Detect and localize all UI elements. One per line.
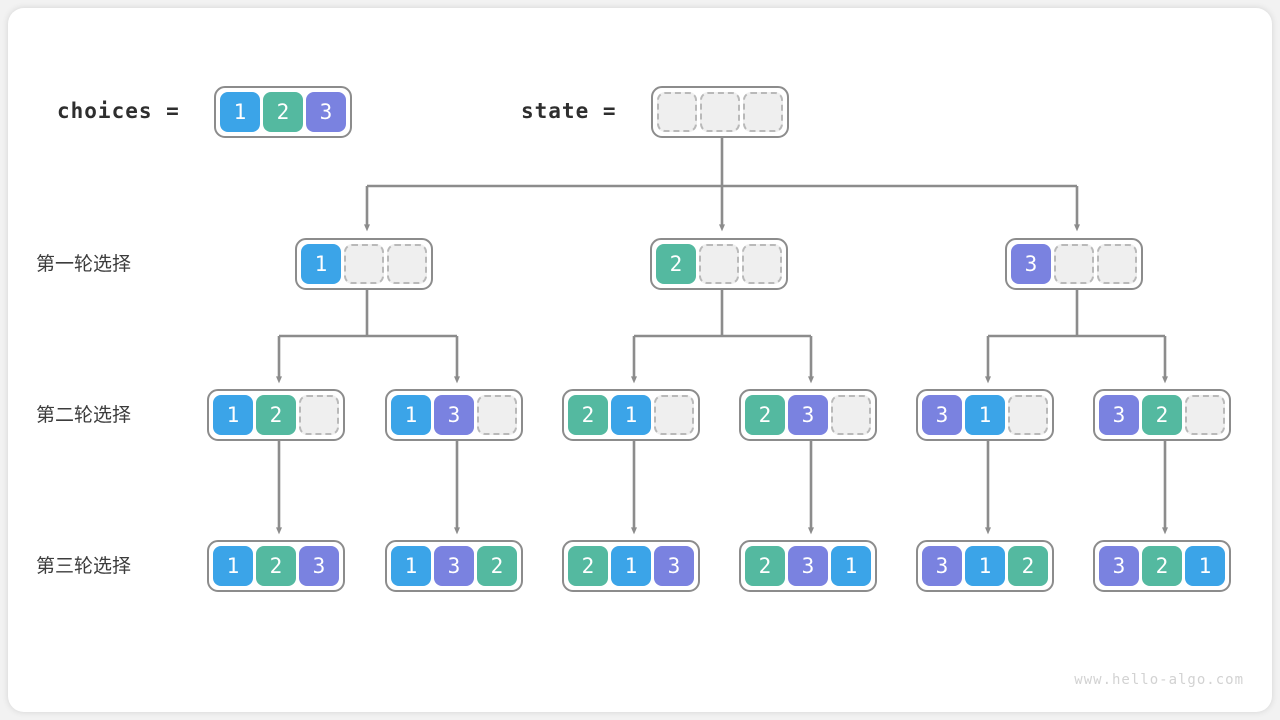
level2-node-3-cell-3 <box>654 395 694 435</box>
level3-node-4-cell-1: 2 <box>745 546 785 586</box>
level1-node-3-cell-3 <box>1097 244 1137 284</box>
level1-node-1-cell-1: 1 <box>301 244 341 284</box>
level2-node-5-cell-1: 3 <box>922 395 962 435</box>
level1-node-3-cell-2 <box>1054 244 1094 284</box>
level3-node-3-cell-1: 2 <box>568 546 608 586</box>
level1-node-2-cell-2 <box>699 244 739 284</box>
choices-cell-3: 3 <box>306 92 346 132</box>
level2-node-6-cell-3 <box>1185 395 1225 435</box>
level1-node-3: 3 <box>1005 238 1143 290</box>
level2-node-2-cell-2: 3 <box>434 395 474 435</box>
level3-node-4-cell-2: 3 <box>788 546 828 586</box>
level1-node-1-cell-2 <box>344 244 384 284</box>
state-cell-3 <box>743 92 783 132</box>
row-label-round-3: 第三轮选择 <box>36 556 132 577</box>
row-label-round-1: 第一轮选择 <box>36 254 132 275</box>
level3-node-1-cell-3: 3 <box>299 546 339 586</box>
level2-node-3-cell-2: 1 <box>611 395 651 435</box>
level2-node-2-cell-1: 1 <box>391 395 431 435</box>
level2-node-2-cell-3 <box>477 395 517 435</box>
diagram-card <box>8 8 1272 712</box>
state-array <box>651 86 789 138</box>
level1-node-2-cell-3 <box>742 244 782 284</box>
level2-node-6-cell-1: 3 <box>1099 395 1139 435</box>
level2-node-6-cell-2: 2 <box>1142 395 1182 435</box>
level3-node-4-cell-3: 1 <box>831 546 871 586</box>
level3-node-6-cell-2: 2 <box>1142 546 1182 586</box>
state-cell-1 <box>657 92 697 132</box>
choices-cell-2: 2 <box>263 92 303 132</box>
level2-node-5-cell-2: 1 <box>965 395 1005 435</box>
state-cell-2 <box>700 92 740 132</box>
row-label-round-2: 第二轮选择 <box>36 405 132 426</box>
level2-node-4-cell-1: 2 <box>745 395 785 435</box>
level1-node-1-cell-3 <box>387 244 427 284</box>
level2-node-5-cell-3 <box>1008 395 1048 435</box>
level3-node-3-cell-3: 3 <box>654 546 694 586</box>
level1-node-2: 2 <box>650 238 788 290</box>
level3-node-2-cell-1: 1 <box>391 546 431 586</box>
level2-node-3-cell-1: 2 <box>568 395 608 435</box>
state-label: state = <box>521 99 617 123</box>
level1-node-3-cell-1: 3 <box>1011 244 1051 284</box>
level2-node-1-cell-2: 2 <box>256 395 296 435</box>
level3-node-5-cell-1: 3 <box>922 546 962 586</box>
level3-node-6-cell-1: 3 <box>1099 546 1139 586</box>
level3-node-5-cell-3: 2 <box>1008 546 1048 586</box>
watermark: www.hello-algo.com <box>1074 672 1244 688</box>
choices-label: choices = <box>57 99 180 123</box>
level2-node-1-cell-1: 1 <box>213 395 253 435</box>
level1-node-1: 1 <box>295 238 433 290</box>
level3-node-6-cell-3: 1 <box>1185 546 1225 586</box>
level3-node-2-cell-3: 2 <box>477 546 517 586</box>
level2-node-4-cell-2: 3 <box>788 395 828 435</box>
level3-node-3-cell-2: 1 <box>611 546 651 586</box>
level3-node-1-cell-1: 1 <box>213 546 253 586</box>
level3-node-5-cell-2: 1 <box>965 546 1005 586</box>
level2-node-4-cell-3 <box>831 395 871 435</box>
choices-cell-1: 1 <box>220 92 260 132</box>
level3-node-1-cell-2: 2 <box>256 546 296 586</box>
level3-node-2-cell-2: 3 <box>434 546 474 586</box>
level2-node-1-cell-3 <box>299 395 339 435</box>
level1-node-2-cell-1: 2 <box>656 244 696 284</box>
